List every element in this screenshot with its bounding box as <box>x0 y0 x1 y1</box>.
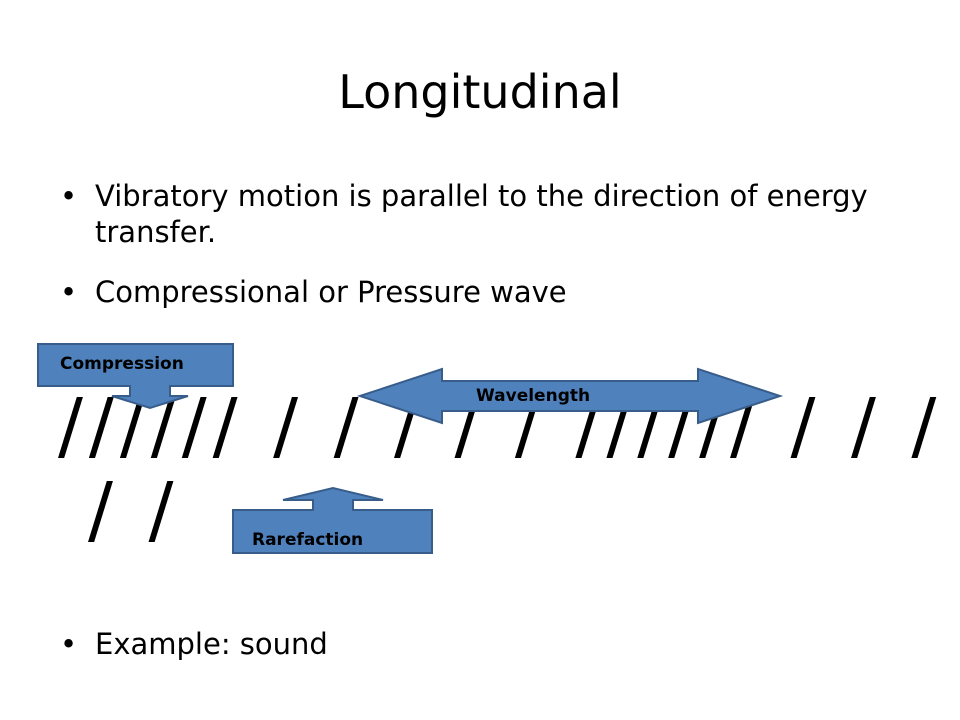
wavelength-label: Wavelength <box>476 386 591 406</box>
bullet-dot: • <box>60 179 78 213</box>
compression-label: Compression <box>60 354 184 374</box>
compression-callout-shape <box>37 343 234 410</box>
bullet-dot: • <box>60 275 78 309</box>
bullet-dot: • <box>60 627 78 661</box>
wavelength-arrow-shape <box>356 367 784 425</box>
rarefaction-callout-shape <box>232 486 433 554</box>
bullet-text: Example: sound <box>95 627 328 661</box>
wave-slashes-line-2: / / <box>88 467 180 553</box>
bullet-text: Vibratory motion is parallel to the dire… <box>95 179 868 249</box>
bullet-text: Compressional or Pressure wave <box>95 275 567 309</box>
slide-title: Longitudinal <box>338 65 622 119</box>
rarefaction-label: Rarefaction <box>252 530 364 550</box>
